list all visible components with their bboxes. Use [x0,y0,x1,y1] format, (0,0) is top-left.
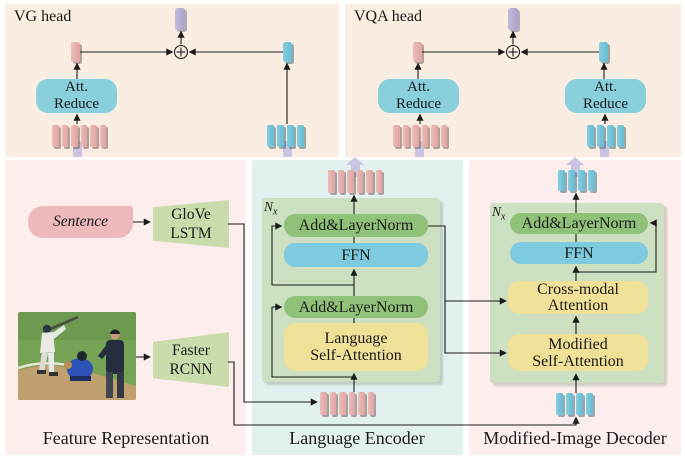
att-reduce-label: Reduce [583,96,628,112]
vg-fused-vector-bar [175,8,185,30]
encoder-input-tokens [320,392,374,415]
cross-modal-attention-box: Cross-modal Attention [508,281,648,314]
vqa-text-tokens [393,125,447,147]
add-layernorm-label: Add&LayerNorm [298,217,414,234]
ffn-label: FFN [564,244,594,262]
vqa-image-connector-stub [600,141,609,157]
encoder-add-layernorm-top-box: Add&LayerNorm [284,214,428,237]
encoder-repeat-label: Nx [264,199,277,218]
att-reduce-label: Reduce [54,96,99,112]
feature-panel-caption: Feature Representation [42,428,210,448]
vqa-text-connector-stub [415,141,424,157]
glove-label: GloVe [171,206,211,223]
faster-rcnn-box: Faster RCNN [153,332,229,387]
decoder-repeat-label: Nx [492,204,505,223]
sentence-shape: Sentence [28,206,133,238]
decoder-output-tokens [558,170,595,191]
vqa-image-vector-bar [599,42,608,62]
ffn-label: FFN [341,246,371,264]
vg-image-vector-bar [283,42,292,62]
vg-image-connector-stub [283,141,292,157]
rcnn-label: RCNN [169,360,213,378]
cross-modal-label: Cross-modal [537,280,619,298]
vg-att-reduce-box: Att. Reduce [36,79,117,113]
vg-text-connector-stub [73,141,82,157]
add-layernorm-label: Add&LayerNorm [521,215,637,232]
att-reduce-label: Att. [407,79,430,95]
vqa-text-vector-bar [413,42,422,62]
lstm-label: LSTM [170,225,212,242]
vg-image-tokens [267,125,304,147]
vg-text-vector-bar [71,42,80,62]
vqa-att-reduce-right-box: Att. Reduce [565,79,646,113]
baseball-scene-image [18,312,136,400]
vqa-att-reduce-left-box: Att. Reduce [378,79,459,113]
decoder-ffn-box: FFN [510,242,648,264]
self-attention-label: Self-Attention [310,347,402,364]
faster-label: Faster [172,341,210,359]
encoder-output-tokens [328,170,382,193]
decoder-panel-caption: Modified-Image Decoder [483,428,667,448]
decoder-input-tokens [556,393,593,415]
input-image [18,312,136,400]
self-attention-label: Language [324,330,388,347]
add-layernorm-label: Add&LayerNorm [298,298,414,316]
att-reduce-label: Att. [594,79,617,95]
att-reduce-label: Reduce [396,96,441,112]
decoder-add-layernorm-box: Add&LayerNorm [510,213,648,234]
encoder-ffn-box: FFN [284,243,428,267]
nx-x: x [273,206,278,218]
modified-attention-label: Self-Attention [532,352,624,370]
att-reduce-label: Att. [65,79,88,95]
modified-attention-label: Modified [548,335,608,353]
vg-head-title: VG head [14,8,72,25]
modified-self-attention-box: Modified Self-Attention [508,334,648,371]
vqa-head-title: VQA head [354,8,422,25]
nx-n: N [492,204,502,219]
encoder-panel-caption: Language Encoder [289,428,425,448]
vqa-fused-vector-bar [508,8,518,30]
nx-x: x [501,211,506,223]
sentence-label: Sentence [52,213,109,230]
encoder-add-layernorm-bottom-box: Add&LayerNorm [284,296,428,318]
vg-text-tokens [52,125,106,147]
vqa-image-tokens [587,125,624,147]
cross-modal-label: Attention [547,296,609,314]
nx-n: N [264,199,274,214]
language-self-attention-box: Language Self-Attention [284,323,428,371]
glove-lstm-box: GloVe LSTM [153,200,229,248]
